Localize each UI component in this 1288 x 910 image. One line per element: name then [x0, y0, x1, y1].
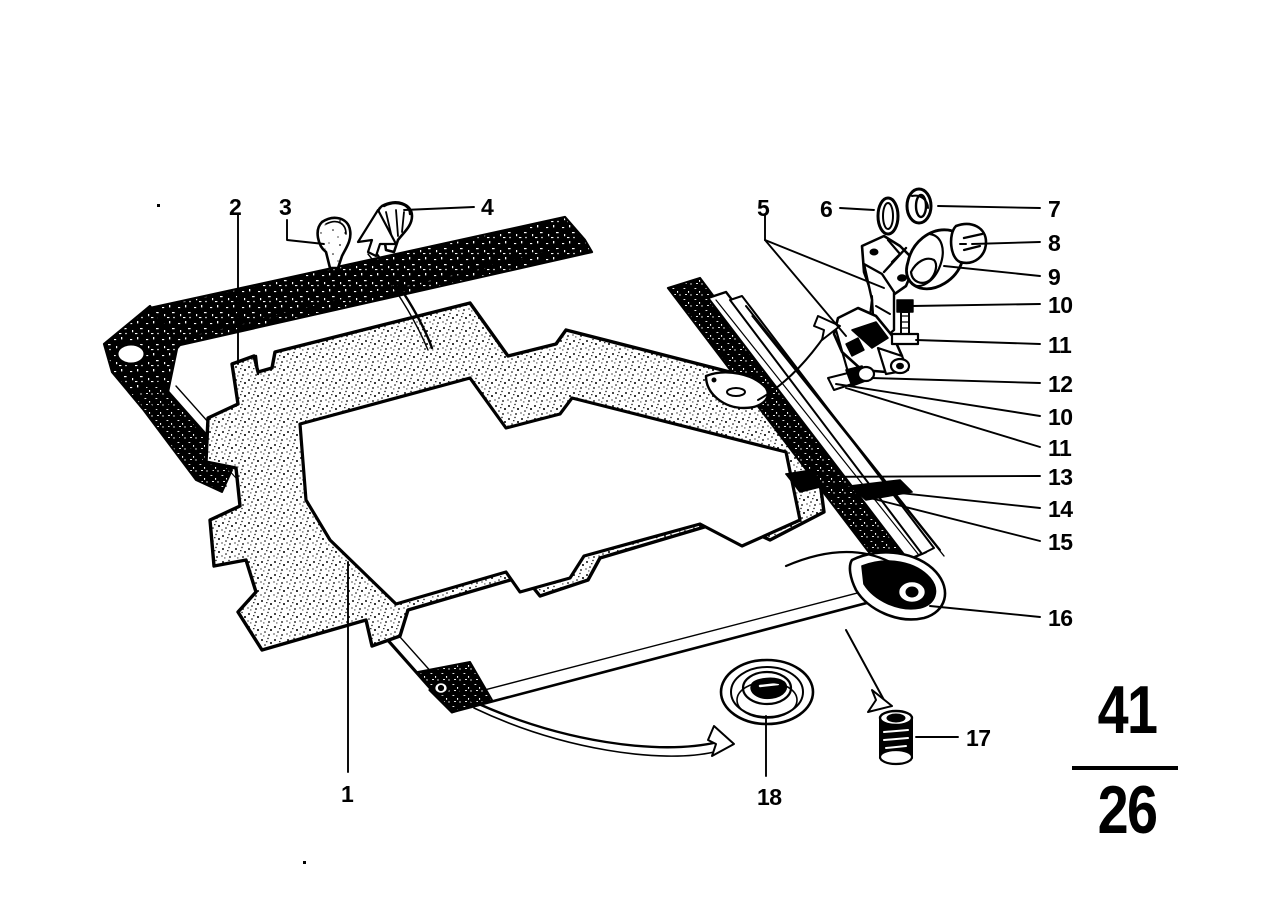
callout-11-upper: 11 [1048, 332, 1072, 358]
callout-9: 9 [1048, 264, 1061, 290]
washer-ring-7 [905, 187, 933, 225]
callout-10-lower: 10 [1048, 404, 1073, 430]
pad-direction-arrow [356, 208, 434, 351]
scan-speck [157, 204, 160, 207]
callout-8: 8 [1048, 230, 1061, 256]
callout-5: 5 [757, 195, 770, 221]
callout-2: 2 [229, 194, 242, 220]
callout-7: 7 [1048, 196, 1061, 222]
group-number-divider [1072, 766, 1178, 770]
callout-12: 12 [1048, 371, 1073, 397]
callout-14: 14 [1048, 496, 1073, 522]
callout-10-upper: 10 [1048, 292, 1073, 318]
hinge-bracket-16 [784, 550, 947, 621]
o-ring-6 [876, 196, 900, 236]
group-number: 41 [1097, 672, 1158, 748]
scan-speck-2 [303, 861, 306, 864]
lock-bracket-lower [827, 306, 911, 391]
callout-1: 1 [341, 781, 354, 807]
callout-11-lower: 11 [1048, 435, 1072, 461]
lock-cylinder-assembly [905, 222, 988, 291]
subgroup-number: 26 [1097, 772, 1158, 848]
threaded-bushing-17 [845, 629, 914, 766]
callout-16: 16 [1048, 605, 1073, 631]
sound-insulation-pad [204, 301, 826, 652]
rubber-grommet-18 [719, 658, 815, 726]
leader-lines [237, 205, 1041, 777]
callout-18: 18 [757, 784, 782, 810]
callout-3: 3 [279, 194, 292, 220]
callout-15: 15 [1048, 529, 1073, 555]
callout-6: 6 [820, 196, 833, 222]
guide-rails-and-seals [666, 276, 945, 574]
callout-4: 4 [481, 194, 494, 220]
expanding-clip-3 [316, 216, 352, 270]
callout-13: 13 [1048, 464, 1073, 490]
callout-17: 17 [966, 725, 991, 751]
